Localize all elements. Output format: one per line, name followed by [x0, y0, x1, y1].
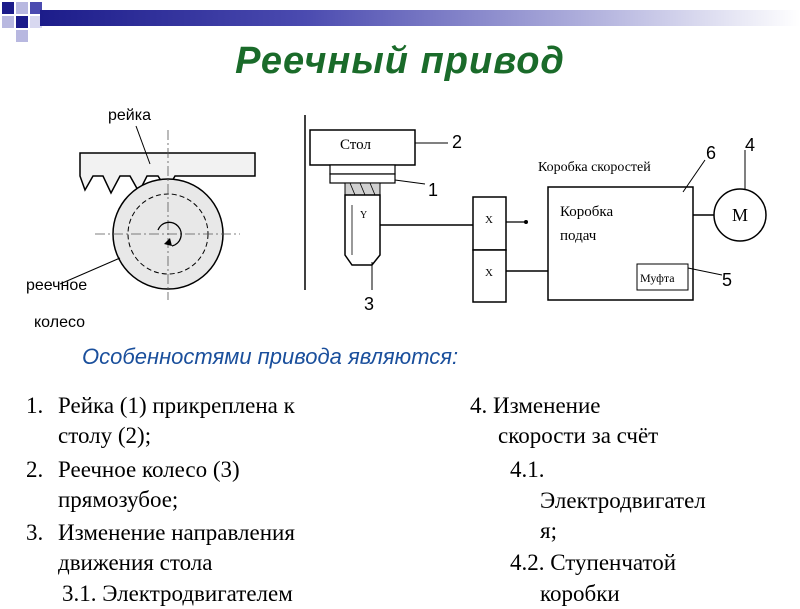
list-item-4-1-line2: я; [540, 518, 557, 543]
list-item-3-number: 3. [26, 520, 44, 545]
table-block [309, 129, 416, 166]
gear-mark-lower: Х [485, 267, 493, 279]
gear-label-line1: реечное [26, 277, 88, 294]
corner-decoration [0, 0, 62, 44]
list-item-1-line1: Рейка (1) прикреплена к [58, 393, 295, 418]
list-item-4-2-line1: 4.2. Ступенчатой [510, 550, 677, 575]
list-item-1-number: 1. [26, 393, 44, 418]
motor-label: М [732, 205, 749, 225]
list-item-1-line2: столу (2); [58, 423, 152, 448]
list-item-3-line1: Изменение направления [58, 520, 295, 545]
gear-label-line2: колесо [34, 314, 86, 331]
kinematic-scheme [309, 129, 767, 303]
feedbox-label-line1: Коробка [560, 204, 614, 220]
page-title: Реечный привод [235, 40, 565, 82]
rack-shape [79, 152, 256, 195]
position-6: 6 [706, 143, 717, 163]
clutch-box [636, 263, 689, 291]
list-item-4-1-number: 4.1. [510, 457, 545, 482]
table-label: Стол [340, 137, 371, 153]
position-5: 5 [722, 270, 733, 290]
list-item-3-sub: 3.1. Электродвигателем [62, 581, 293, 606]
gear-mark-upper: Х [485, 214, 493, 226]
header-bar [40, 10, 800, 26]
rack-label: рейка [108, 107, 151, 124]
position-3: 3 [364, 294, 375, 314]
rack-block [329, 164, 396, 175]
list-item-2-number: 2. [26, 457, 44, 482]
pinion-mark: Y [360, 210, 368, 221]
position-1: 1 [428, 180, 439, 200]
feedbox-label-line2: подач [560, 228, 597, 244]
list-item-4-2-line2: коробки [540, 581, 620, 606]
clutch-label: Муфта [640, 271, 675, 285]
list-item-4-1-line1: Электродвигател [540, 488, 706, 513]
list-item-2-line2: прямозубое; [58, 487, 179, 512]
rack-and-gear-figure [59, 125, 256, 300]
list-item-3-line2: движения стола [58, 550, 213, 575]
position-2: 2 [452, 132, 463, 152]
gear-pair-lower [472, 249, 507, 303]
list-item-2-line1: Реечное колесо (3) [58, 457, 240, 482]
gearbox-label: Коробка скоростей [538, 160, 651, 175]
features-subtitle: Особенностями привода являются: [82, 344, 459, 369]
list-item-4-line1: 4. Изменение [470, 393, 601, 418]
list-item-4-line2: скорости за счёт [498, 423, 659, 448]
position-4: 4 [745, 135, 756, 155]
